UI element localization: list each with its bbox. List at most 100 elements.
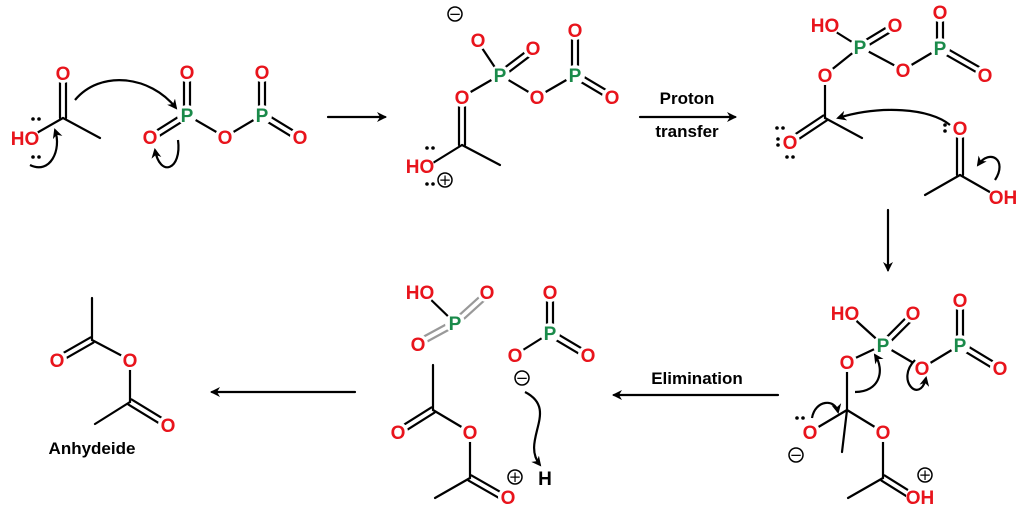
lone-pair-icon bbox=[795, 416, 805, 420]
single-bond bbox=[93, 400, 132, 426]
single-bond bbox=[846, 476, 885, 500]
phosphorus-atom: P bbox=[494, 66, 507, 87]
atom-backdrop bbox=[873, 335, 893, 355]
oxygen-atom: O bbox=[818, 66, 833, 87]
atom-backdrop bbox=[989, 183, 1017, 211]
atom-backdrop bbox=[140, 127, 160, 147]
atom-backdrop bbox=[177, 62, 197, 82]
curved-electron-arrow bbox=[810, 401, 842, 419]
curved-electron-arrow bbox=[906, 359, 930, 391]
atom-backdrop bbox=[930, 38, 950, 58]
oxygen-atom: O bbox=[568, 21, 583, 42]
single-bond bbox=[840, 408, 849, 454]
atom-backdrop bbox=[177, 105, 197, 125]
oxygen-atom: O bbox=[56, 64, 71, 85]
oxygen-atom: O bbox=[783, 133, 798, 154]
charge-circle bbox=[788, 447, 804, 463]
oxygen-atom: O bbox=[978, 66, 993, 87]
atom-backdrop bbox=[11, 124, 39, 152]
atom-backdrop bbox=[252, 62, 272, 82]
curved-electron-arrow bbox=[976, 155, 1001, 181]
atom-backdrop bbox=[445, 313, 465, 333]
atom-backdrop bbox=[811, 11, 839, 39]
oxygen-atom: O bbox=[605, 88, 620, 109]
atom-backdrop bbox=[252, 105, 272, 125]
oxygen-atom: O bbox=[993, 359, 1008, 380]
single-bond bbox=[923, 173, 962, 197]
oxygen-atom: O bbox=[180, 63, 195, 84]
atom-backdrop bbox=[950, 290, 970, 310]
phosphorus-atom: P bbox=[181, 106, 194, 127]
double-bond bbox=[58, 76, 68, 120]
atom-backdrop bbox=[498, 487, 518, 507]
atom-backdrop bbox=[602, 87, 622, 107]
charge-circle bbox=[437, 172, 453, 188]
phosphorus-atom: P bbox=[954, 336, 967, 357]
atom-backdrop bbox=[885, 15, 905, 35]
curved-electron-arrow bbox=[524, 391, 542, 467]
positive-charge-icon: + bbox=[437, 171, 453, 189]
atom-backdrop bbox=[893, 60, 913, 80]
phosphorus-atom: P bbox=[877, 336, 890, 357]
oxygen-atom: O bbox=[255, 63, 270, 84]
oxygen-atom: O bbox=[888, 16, 903, 37]
atom-backdrop bbox=[490, 65, 510, 85]
negative-charge-icon: − bbox=[788, 446, 804, 464]
lone-pair-icon bbox=[943, 123, 947, 133]
single-bond bbox=[433, 476, 472, 500]
phosphorus-atom: P bbox=[256, 106, 269, 127]
lone-pair-icon bbox=[31, 117, 41, 121]
oxygen-atom: O bbox=[906, 304, 921, 325]
lone-pair-icon bbox=[775, 126, 785, 130]
elimination-label: Elimination bbox=[651, 369, 743, 388]
atom-backdrop bbox=[47, 350, 67, 370]
curved-electron-arrow bbox=[151, 139, 180, 169]
atom-backdrop bbox=[565, 20, 585, 40]
hydroxyl-group: HO bbox=[11, 129, 40, 150]
atom-backdrop bbox=[388, 422, 408, 442]
hydroxyl-group: HO bbox=[406, 157, 435, 178]
charge-circle bbox=[447, 6, 463, 22]
curved-electron-arrow bbox=[29, 128, 63, 169]
lone-pair-icon bbox=[31, 155, 41, 159]
proton-transfer-label-line1: Proton bbox=[660, 89, 715, 108]
oxygen-atom: O bbox=[501, 488, 516, 509]
oxygen-atom: O bbox=[526, 39, 541, 60]
arrows-layer bbox=[29, 79, 1001, 467]
atom-backdrop bbox=[565, 65, 585, 85]
atom-backdrop bbox=[535, 468, 555, 488]
oxygen-atom: O bbox=[218, 128, 233, 149]
hydroxyl-group: OH bbox=[906, 488, 935, 509]
phosphorus-atom: P bbox=[934, 39, 947, 60]
hydrogen-atom: H bbox=[538, 469, 552, 490]
oxygen-atom: O bbox=[953, 119, 968, 140]
atom-backdrop bbox=[505, 345, 525, 365]
negative-charge-icon: − bbox=[447, 5, 463, 23]
atom-backdrop bbox=[873, 422, 893, 442]
curved-electron-arrow bbox=[836, 108, 951, 126]
hydroxyl-group: OH bbox=[989, 188, 1018, 209]
curved-electron-arrow bbox=[854, 353, 884, 394]
lone-pair-icon bbox=[425, 146, 435, 150]
charge-circle bbox=[917, 467, 933, 483]
single-bond bbox=[426, 143, 464, 168]
oxygen-atom: O bbox=[803, 423, 818, 444]
oxygen-atom: O bbox=[123, 351, 138, 372]
atom-backdrop bbox=[800, 422, 820, 442]
charge-sign: − bbox=[790, 446, 803, 464]
product-name-label: Anhydeide bbox=[49, 439, 136, 458]
bond-line bbox=[467, 479, 505, 502]
atom-backdrop bbox=[850, 37, 870, 57]
atom-backdrop bbox=[950, 335, 970, 355]
atom-backdrop bbox=[780, 132, 800, 152]
atom-backdrop bbox=[53, 63, 73, 83]
oxygen-atom: O bbox=[876, 423, 891, 444]
lone-pair-icon bbox=[425, 182, 435, 186]
atom-backdrop bbox=[452, 87, 472, 107]
atom-backdrop bbox=[408, 334, 428, 354]
atom-backdrop bbox=[831, 299, 859, 327]
oxygen-atom: O bbox=[480, 283, 495, 304]
oxygen-atom: O bbox=[933, 3, 948, 24]
